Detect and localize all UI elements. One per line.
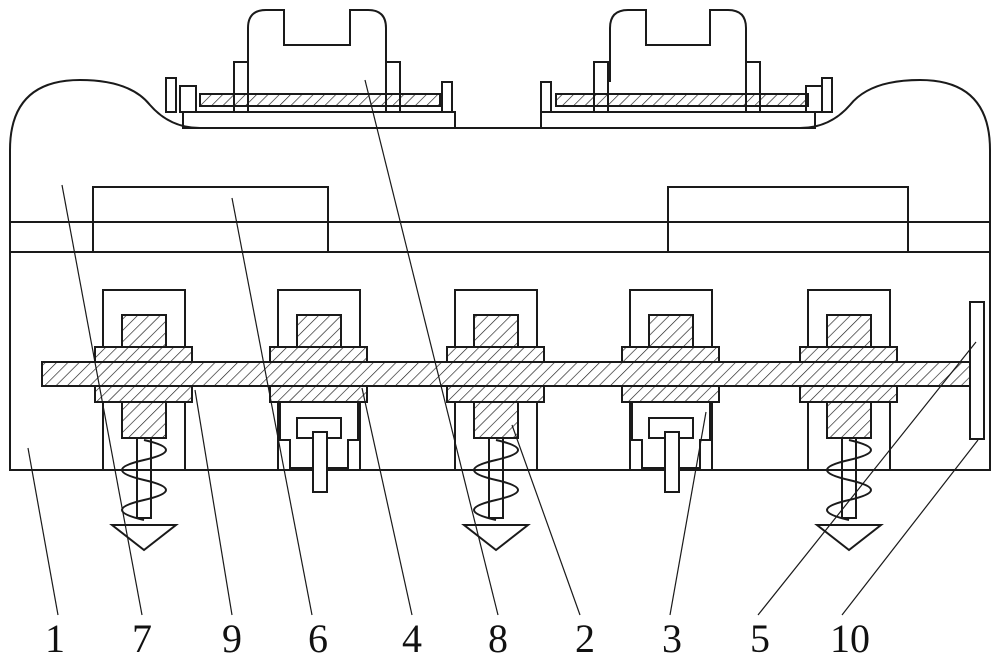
part-label-2: 2	[575, 616, 595, 661]
roller-assembly-2	[631, 402, 711, 493]
part-label-4: 4	[402, 616, 422, 661]
leader-3	[669, 411, 707, 616]
upper-block-5	[826, 314, 872, 348]
mount-assembly-right	[540, 9, 833, 129]
end-plate	[969, 301, 985, 440]
leader-2	[511, 424, 581, 616]
drive-box-left	[92, 186, 329, 253]
part-label-10: 10	[830, 616, 870, 661]
leader-6	[231, 197, 313, 616]
drive-box-right	[667, 186, 909, 253]
upper-block-4	[648, 314, 694, 348]
leader-9	[194, 389, 233, 616]
lower-block-5	[826, 401, 872, 439]
drill-bit-2	[461, 437, 531, 552]
roller-assembly-1	[279, 402, 359, 493]
part-label-5: 5	[750, 616, 770, 661]
leader-1	[27, 447, 59, 616]
upper-block-1	[121, 314, 167, 348]
leader-5	[757, 341, 977, 616]
part-label-9: 9	[222, 616, 242, 661]
part-label-8: 8	[488, 616, 508, 661]
drill-bit-1	[109, 437, 179, 552]
part-label-7: 7	[132, 616, 152, 661]
leader-8	[364, 79, 499, 616]
part-label-6: 6	[308, 616, 328, 661]
upper-block-2	[296, 314, 342, 348]
leader-7	[61, 184, 143, 616]
leader-4	[361, 387, 413, 616]
part-label-3: 3	[662, 616, 682, 661]
drill-bit-3	[814, 437, 884, 552]
part-label-1: 1	[45, 616, 65, 661]
drive-shaft	[41, 361, 973, 387]
lower-block-1	[121, 401, 167, 439]
upper-block-3	[473, 314, 519, 348]
mount-assembly-left	[165, 9, 456, 129]
lower-block-3	[473, 401, 519, 439]
leader-10	[841, 439, 979, 616]
